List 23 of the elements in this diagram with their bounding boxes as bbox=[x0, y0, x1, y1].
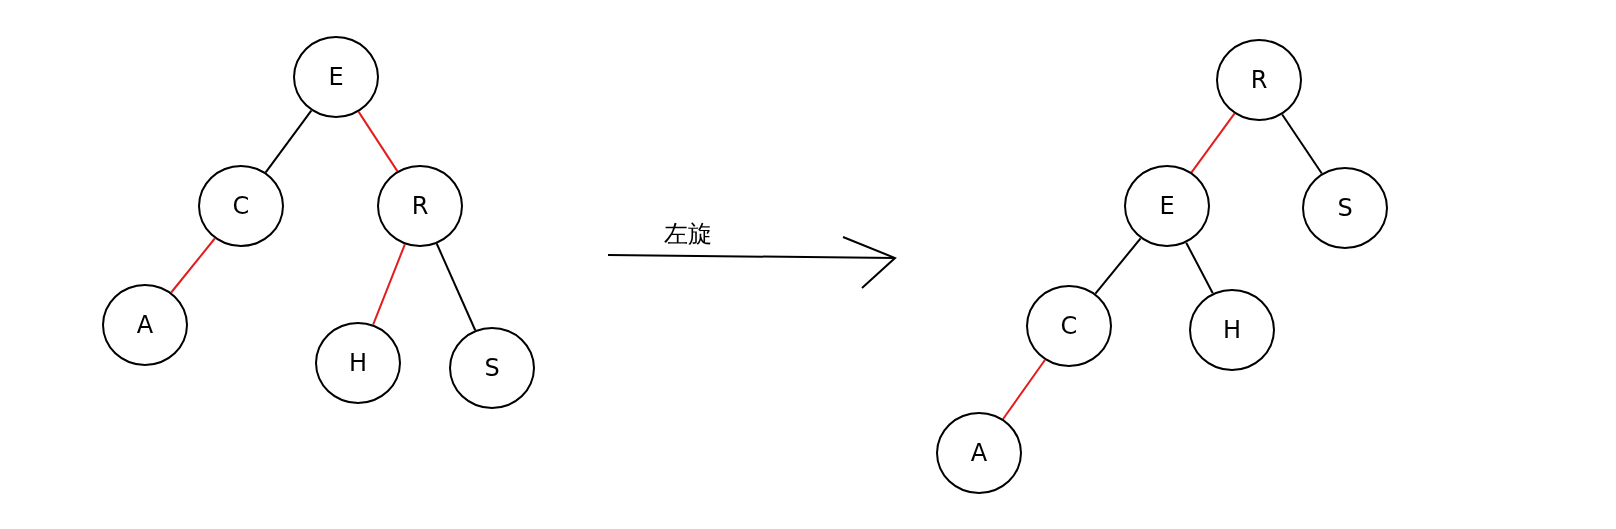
rotation-label: 左旋 bbox=[664, 219, 712, 250]
node-circle: C bbox=[198, 165, 284, 247]
edge-line bbox=[1281, 113, 1323, 175]
node-circle: E bbox=[1124, 165, 1210, 247]
edge-line bbox=[372, 243, 406, 326]
edge-line bbox=[170, 237, 216, 294]
node-circle: S bbox=[1302, 167, 1388, 249]
edge-line bbox=[1094, 237, 1142, 295]
node-circle: A bbox=[102, 284, 188, 366]
node-circle: H bbox=[1189, 289, 1275, 371]
edge-line bbox=[435, 242, 477, 332]
edge-line bbox=[264, 109, 313, 174]
node-circle: R bbox=[1216, 39, 1302, 121]
node-circle: S bbox=[449, 327, 535, 409]
node-circle: H bbox=[315, 322, 401, 404]
edge-line bbox=[1190, 112, 1236, 174]
edge-line bbox=[357, 110, 399, 173]
edge-line bbox=[1185, 241, 1214, 295]
node-circle: C bbox=[1026, 285, 1112, 367]
node-circle: E bbox=[293, 36, 379, 118]
node-circle: A bbox=[936, 412, 1022, 494]
node-circle: R bbox=[377, 165, 463, 247]
edge-line bbox=[1002, 358, 1046, 421]
